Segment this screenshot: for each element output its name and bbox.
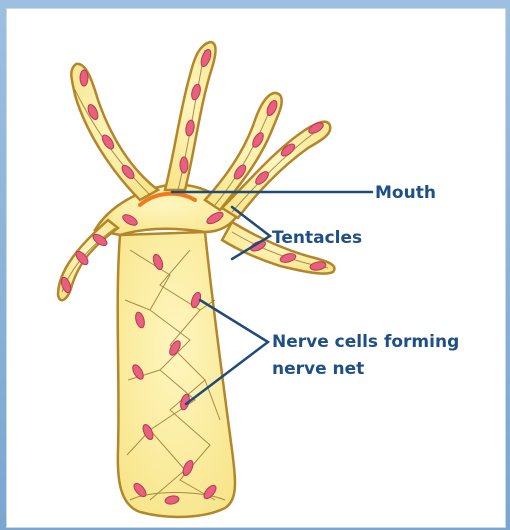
label-mouth: Mouth <box>375 183 436 203</box>
tentacle-top-center <box>165 42 216 190</box>
nerve-cell <box>180 157 188 173</box>
label-tentacles: Tentacles <box>272 228 362 248</box>
nerve-cell <box>80 70 88 86</box>
label-nerve-cells-line2: nerve net <box>272 359 364 379</box>
label-nerve-cells-line1: Nerve cells forming <box>272 332 459 352</box>
hydra-organism <box>58 42 334 517</box>
